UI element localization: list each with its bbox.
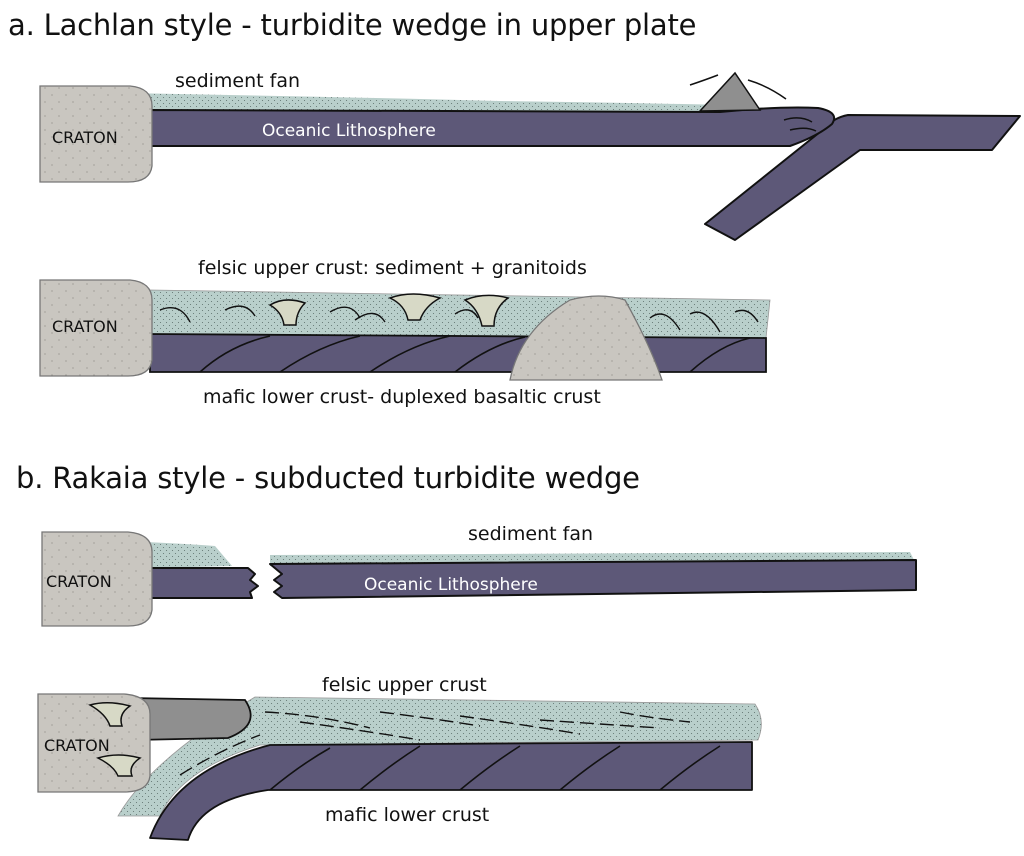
sediment-fan-label: sediment fan (175, 70, 301, 92)
sediment-fan-layer (145, 542, 232, 568)
craton-block (39, 279, 153, 377)
panel-a-bottom (39, 279, 771, 381)
craton-block (39, 85, 153, 183)
granitoid-plutons (88, 702, 142, 777)
volcano-ash-arrow-right (747, 79, 787, 100)
section-a-title: a. Lachlan style - turbidite wedge in up… (8, 8, 697, 42)
sediment-fan-label: sediment fan (468, 523, 594, 545)
craton-block (41, 531, 153, 627)
duplex-faults (269, 745, 721, 791)
granitoid-pluton (95, 754, 142, 777)
sediment-fan-layer (120, 93, 790, 114)
shear-curl (789, 127, 817, 132)
craton-label: CRATON (44, 736, 110, 755)
craton-label: CRATON (46, 572, 112, 591)
craton-label: CRATON (52, 128, 118, 147)
accretionary-wedge (128, 697, 252, 741)
oceanic-lithosphere-plate (149, 106, 836, 147)
oceanic-lithosphere-label: Oceanic Lithosphere (262, 121, 436, 141)
panel-b-bottom (37, 693, 762, 841)
volcano-ash-arrow-left (689, 74, 719, 86)
section-b-title: b. Rakaia style - subducted turbidite we… (16, 461, 640, 495)
granitoid-pluton (388, 293, 442, 321)
felsic-upper-crust-label: felsic upper crust (322, 674, 487, 696)
duplex-faults (199, 335, 751, 373)
shear-curl (783, 117, 813, 123)
granitoid-pluton (88, 702, 132, 727)
granitoid-pluton (463, 294, 510, 327)
panel-a-top (39, 71, 1021, 241)
panel-b-top (41, 531, 917, 627)
deformation-marks (179, 711, 691, 776)
felsic-upper-crust-label: felsic upper crust: sediment + granitoid… (198, 257, 587, 279)
mafic-lower-crust-layer (149, 333, 767, 373)
mafic-lower-crust-label: mafic lower crust- duplexed basaltic cru… (203, 386, 601, 408)
mafic-lower-crust-label: mafic lower crust (325, 804, 490, 826)
granitoid-pluton (268, 299, 307, 326)
oceanic-lithosphere-plate (149, 567, 259, 599)
accreted-craton-block (509, 295, 663, 381)
volcano (698, 71, 762, 112)
felsic-upper-crust-layer (117, 696, 762, 817)
oceanic-lithosphere-plate (269, 559, 917, 599)
craton-label: CRATON (52, 317, 118, 336)
fold-marks (159, 305, 759, 333)
granitoid-plutons (268, 293, 510, 327)
oceanic-lithosphere-label: Oceanic Lithosphere (364, 575, 538, 595)
felsic-upper-crust-layer (149, 289, 771, 339)
